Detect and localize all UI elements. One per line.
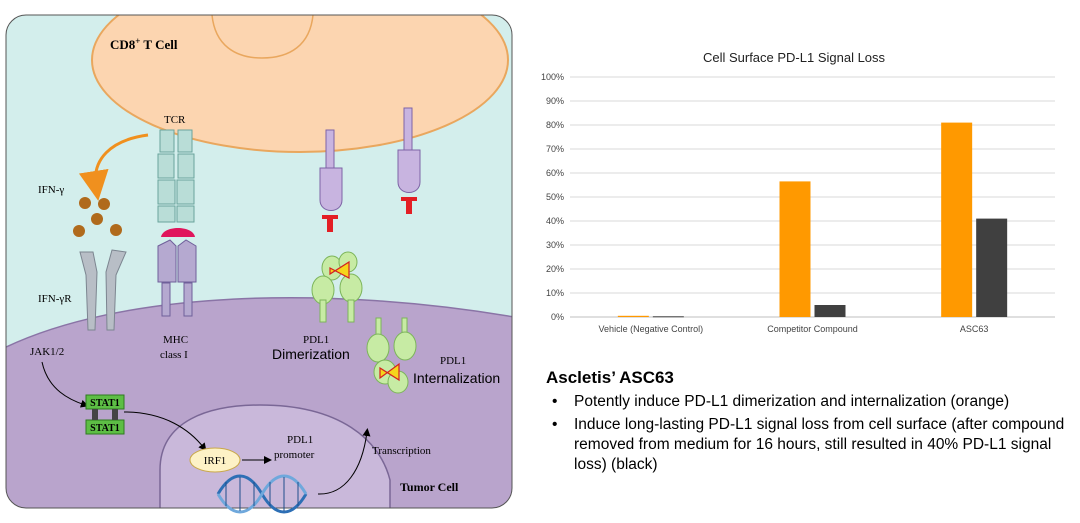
- y-tick-label: 20%: [546, 264, 564, 274]
- pd1-receptor-2: [397, 107, 421, 214]
- tcr-label: TCR: [164, 114, 186, 126]
- transcription-arrow: [317, 428, 371, 495]
- transcription-label: Transcription: [372, 445, 431, 457]
- stat1-top-label: STAT1: [90, 398, 120, 409]
- y-tick-label: 70%: [546, 144, 564, 154]
- mhc-label-2: class I: [160, 349, 188, 361]
- t-cell: [91, 15, 509, 153]
- irf1-ellipse: [189, 447, 241, 473]
- stat1-arrow: [123, 411, 207, 452]
- bar: [976, 218, 1008, 317]
- antigen-peptide: [161, 228, 195, 237]
- jak-label: JAK1/2: [30, 346, 64, 358]
- t-cell-nucleus: [211, 15, 314, 59]
- ifn-gamma-label: IFN-γ: [38, 184, 64, 196]
- pdl1-dimer-label-1: PDL1: [303, 334, 329, 346]
- chart-title: Cell Surface PD-L1 Signal Loss: [703, 50, 886, 65]
- bar: [941, 122, 973, 317]
- ifn-gamma-receptor: [79, 249, 127, 331]
- y-tick-label: 30%: [546, 240, 564, 250]
- x-tick-label: Competitor Compound: [767, 324, 858, 334]
- y-tick-label: 40%: [546, 216, 564, 226]
- stat1-dimer: STAT1 STAT1: [85, 394, 125, 435]
- bar: [814, 305, 846, 317]
- x-tick-label: ASC63: [960, 324, 989, 334]
- pd1-receptor-1: [319, 129, 343, 232]
- y-tick-label: 100%: [541, 72, 564, 82]
- pdl1-dimer-label-2: Dimerization: [272, 346, 350, 362]
- irf1-label: IRF1: [204, 455, 227, 467]
- y-tick-label: 10%: [546, 288, 564, 298]
- promoter-label-1: PDL1: [287, 434, 313, 446]
- cd8-label: CD8+ T Cell: [110, 36, 178, 52]
- pdl1-int-label-2: Internalization: [413, 370, 500, 386]
- signaling-diagram: CD8+ T Cell IFN-γ IFN-γR TCR MHC class I: [5, 14, 513, 514]
- y-tick-label: 90%: [546, 96, 564, 106]
- promoter-label-2: promoter: [274, 449, 315, 461]
- bar-chart: Cell Surface PD-L1 Signal Loss 0% 10% 20% 3…: [541, 50, 1055, 334]
- summary-item: Potently induce PD-L1 dimerization and i…: [546, 392, 1066, 412]
- summary-item: Induce long-lasting PD-L1 signal loss fr…: [546, 415, 1066, 475]
- secretion-arrow: [78, 133, 149, 201]
- panel-border: [5, 14, 513, 509]
- stat1-bottom-label: STAT1: [90, 423, 120, 434]
- y-tick-label: 80%: [546, 120, 564, 130]
- bar: [652, 316, 684, 318]
- pdl1-internalized: [366, 317, 417, 394]
- summary-title: Ascletis’ ASC63: [546, 368, 674, 387]
- pdl1-dimer: [311, 251, 363, 323]
- ifn-gamma-r-label: IFN-γR: [38, 293, 72, 305]
- y-tick-label: 60%: [546, 168, 564, 178]
- mhc-label-1: MHC: [163, 334, 188, 346]
- mhc-class-i: [157, 239, 197, 317]
- pdl1-int-label-1: PDL1: [440, 355, 466, 367]
- y-tick-label: 0%: [551, 312, 564, 322]
- bar: [779, 181, 811, 317]
- tumor-cell-label: Tumor Cell: [400, 480, 459, 494]
- asc63-summary: Ascletis’ ASC63 Potently induce PD-L1 di…: [546, 368, 1066, 478]
- tcr: [157, 129, 195, 223]
- dna-helix: [216, 474, 308, 514]
- x-tick-label: Vehicle (Negative Control): [599, 324, 704, 334]
- y-tick-label: 50%: [546, 192, 564, 202]
- jak-arrow: [41, 361, 89, 408]
- summary-list: Potently induce PD-L1 dimerization and i…: [546, 392, 1066, 475]
- ifn-gamma-molecules: [73, 197, 122, 237]
- bar: [617, 315, 649, 317]
